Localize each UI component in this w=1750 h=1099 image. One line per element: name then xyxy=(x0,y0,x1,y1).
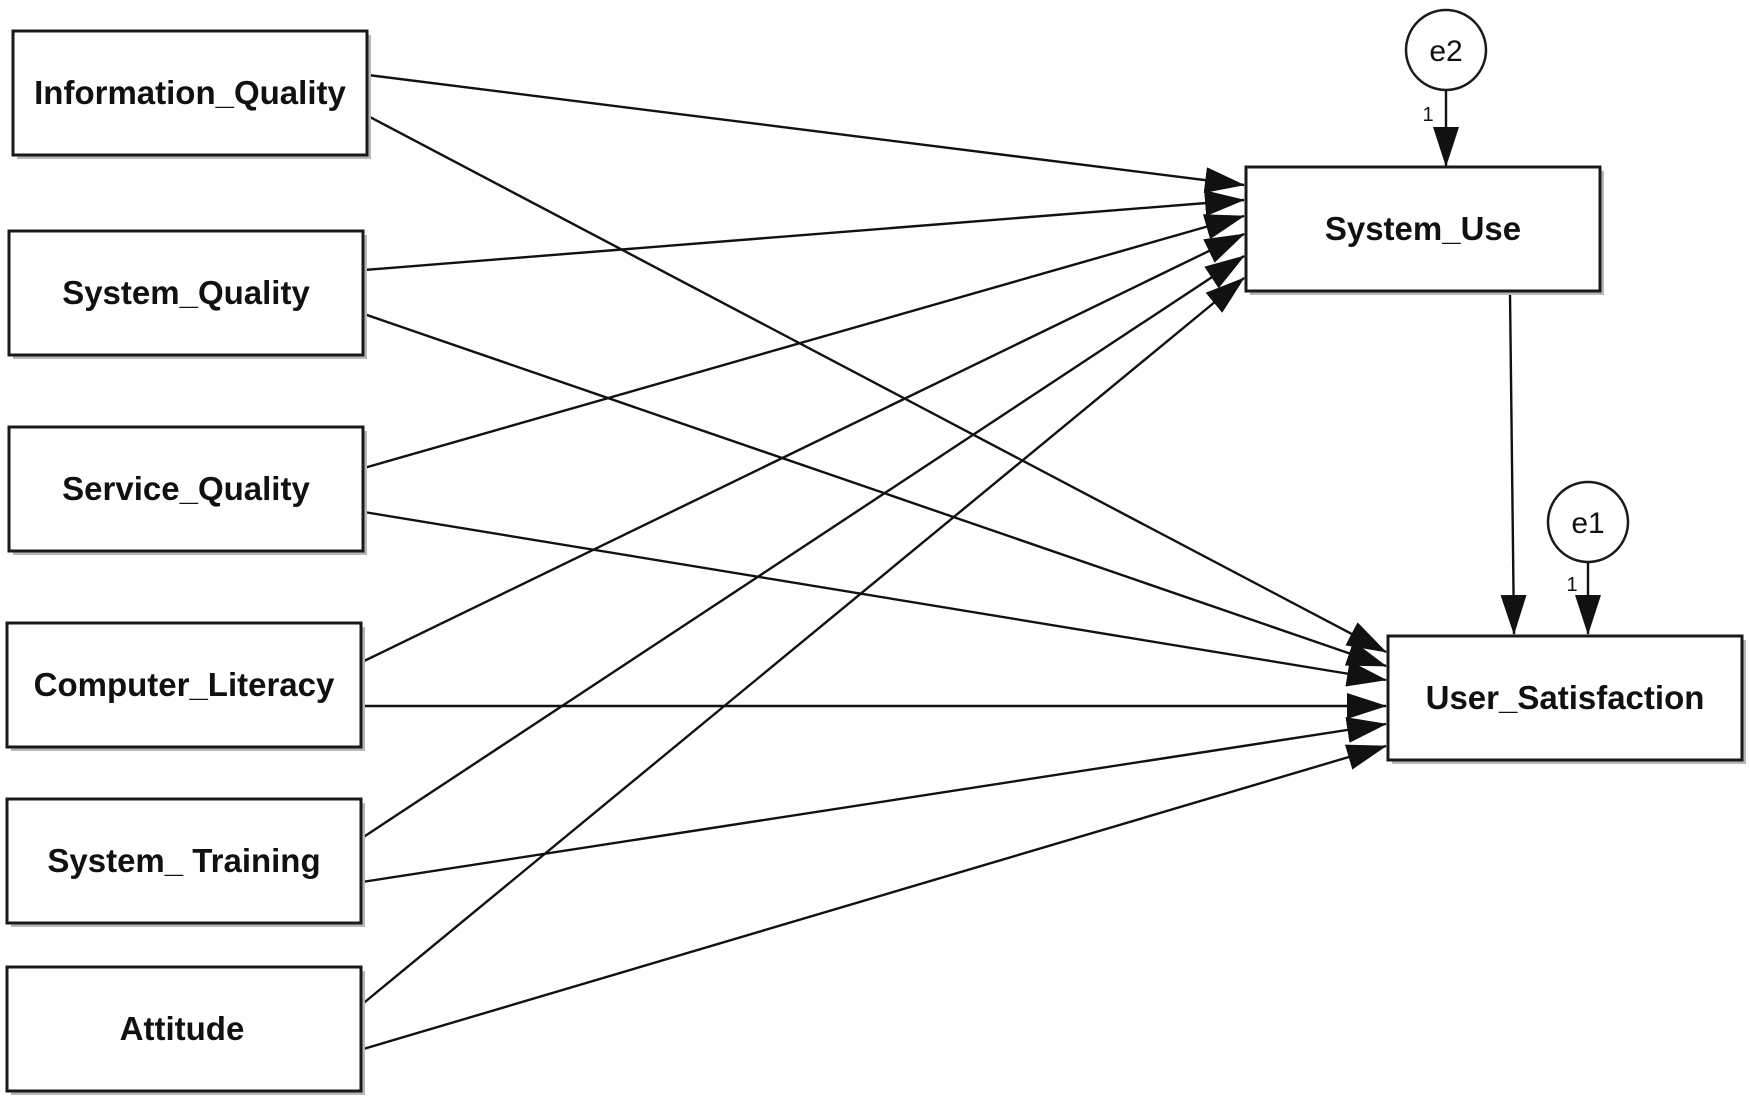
arrow-system-quality-to-system-use xyxy=(363,190,1245,272)
error-term-e2: e2 1 xyxy=(1404,8,1488,126)
node-system-use: System_Use xyxy=(1244,165,1604,295)
arrow-attitude-to-system-use xyxy=(359,277,1245,1007)
node-service-quality-label: Service_Quality xyxy=(62,470,310,507)
arrow-system-use-to-user-satisfaction xyxy=(1500,292,1527,635)
node-user-satisfaction: User_Satisfaction xyxy=(1386,634,1746,764)
arrow-information-quality-to-user-satisfaction xyxy=(367,114,1387,654)
node-information-quality: Information_Quality xyxy=(11,29,371,159)
path-arrows xyxy=(359,73,1601,1052)
arrow-service-quality-to-system-use xyxy=(363,214,1245,470)
error-circle-e1 xyxy=(1546,480,1630,564)
arrow-service-quality-to-user-satisfaction xyxy=(363,510,1387,687)
node-service-quality: Service_Quality xyxy=(7,425,367,555)
node-information-quality-label: Information_Quality xyxy=(34,74,346,111)
error-term-e1: e1 1 xyxy=(1546,480,1630,596)
node-system-training-label: System_ Training xyxy=(47,842,320,879)
arrow-system-training-to-system-use xyxy=(361,254,1245,840)
node-user-satisfaction-label: User_Satisfaction xyxy=(1426,679,1705,716)
weight-label-e2: 1 xyxy=(1422,104,1433,126)
node-attitude-label: Attitude xyxy=(120,1010,245,1047)
arrow-computer-literacy-to-system-use xyxy=(361,232,1245,664)
arrow-attitude-to-user-satisfaction xyxy=(359,744,1387,1052)
error-label-e2: e2 xyxy=(1429,35,1462,68)
node-system-quality-label: System_Quality xyxy=(62,274,310,311)
node-system-use-label: System_Use xyxy=(1325,210,1521,247)
error-label-e1: e1 xyxy=(1571,507,1604,540)
weight-label-e1: 1 xyxy=(1566,574,1577,596)
node-computer-literacy-label: Computer_Literacy xyxy=(34,666,335,703)
error-circle-e2 xyxy=(1404,8,1488,92)
node-system-training: System_ Training xyxy=(5,797,365,927)
arrow-information-quality-to-system-use xyxy=(367,73,1245,194)
node-attitude: Attitude xyxy=(5,965,365,1095)
node-system-quality: System_Quality xyxy=(7,229,367,359)
arrow-system-training-to-user-satisfaction xyxy=(361,717,1387,884)
node-computer-literacy: Computer_Literacy xyxy=(5,621,365,751)
arrow-system-quality-to-user-satisfaction xyxy=(363,312,1387,668)
